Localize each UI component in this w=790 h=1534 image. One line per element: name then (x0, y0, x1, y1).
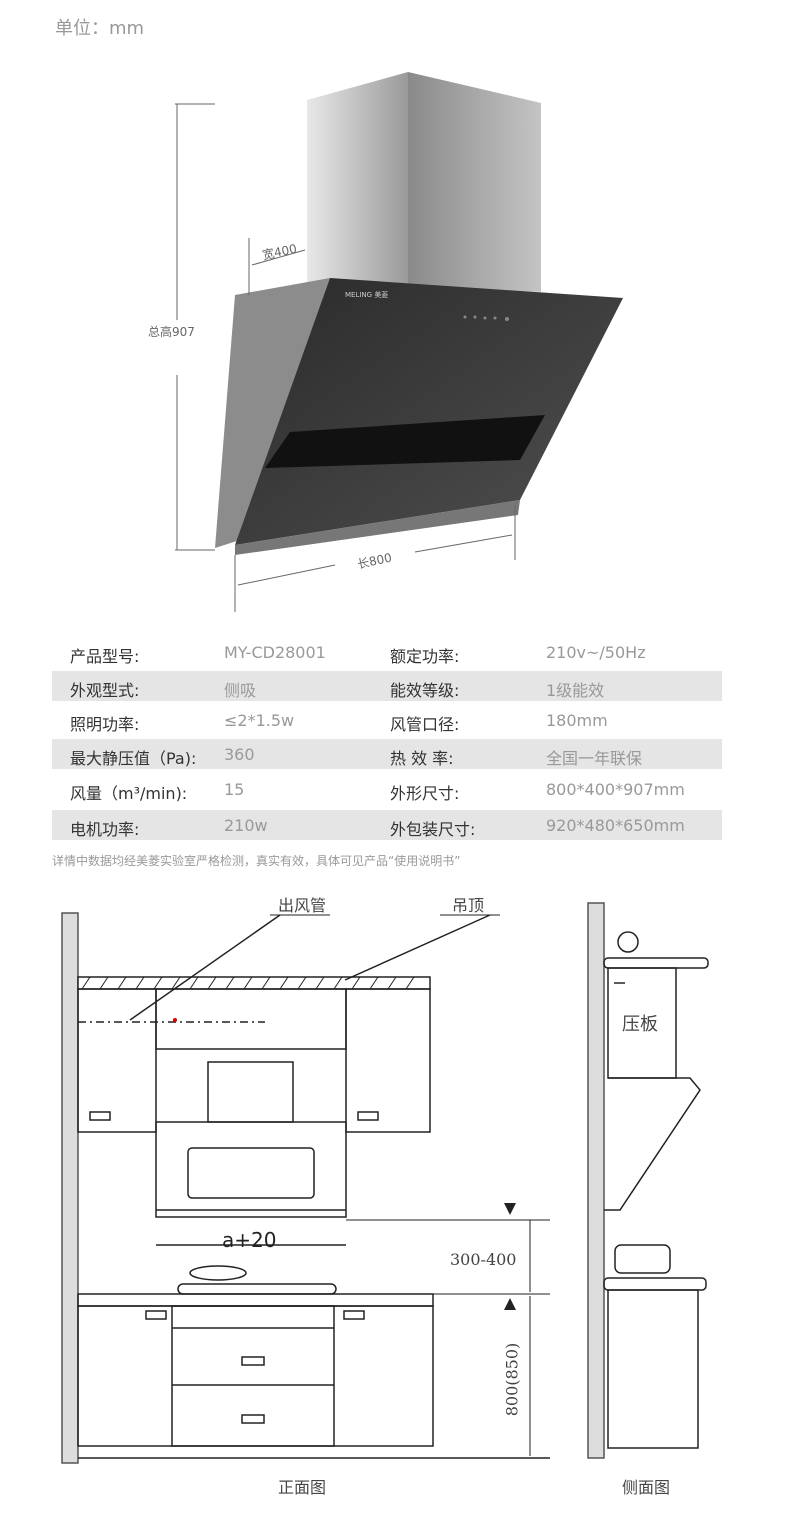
spec-value: 全国一年联保 (546, 749, 643, 768)
spec-row: 电机功率: 210w 外包装尺寸: 920*480*650mm (52, 810, 722, 840)
spec-label: 风量（m³/min): (70, 784, 188, 803)
spec-value: 360 (224, 745, 255, 764)
spec-label: 照明功率: (70, 715, 140, 734)
unit-label: 单位：mm (55, 18, 145, 39)
spec-row: 外观型式: 侧吸 能效等级: 1级能效 (52, 671, 722, 701)
range-hood-product-image: MELING 美菱 (175, 72, 623, 612)
ceiling-label: 吊顶 (452, 896, 485, 915)
disclaimer-note: 详情中数据均经美菱实验室严格检测，真实有效，具体可见产品“使用说明书” (52, 854, 461, 868)
spec-value: 800*400*907mm (546, 780, 685, 799)
spec-value: 920*480*650mm (546, 816, 685, 835)
gap-dimension: 300-400 (450, 1250, 517, 1269)
front-view-caption: 正面图 (278, 1478, 327, 1497)
spec-row: 最大静压值（Pa): 360 热 效 率: 全国一年联保 (52, 739, 722, 769)
spec-label: 额定功率: (390, 647, 460, 666)
spec-label: 热 效 率: (390, 749, 454, 768)
spec-label: 外包装尺寸: (390, 820, 476, 839)
duct-label: 出风管 (278, 896, 327, 915)
side-view-caption: 侧面图 (622, 1478, 671, 1497)
spec-value: MY-CD28001 (224, 643, 326, 662)
spec-value: 15 (224, 780, 245, 799)
spec-label: 电机功率: (70, 820, 140, 839)
installation-diagram (61, 902, 709, 1464)
pressure-plate-label: 压板 (622, 1014, 658, 1035)
spec-label: 最大静压值（Pa): (70, 749, 197, 768)
spec-label: 风管口径: (390, 715, 460, 734)
spec-row: 产品型号: MY-CD28001 额定功率: 210v~/50Hz (52, 637, 722, 667)
spec-row: 风量（m³/min): 15 外形尺寸: 800*400*907mm (52, 774, 722, 804)
spec-value: 210v~/50Hz (546, 643, 646, 662)
spec-value: ≤2*1.5w (224, 711, 295, 730)
counter-height-dimension: 800(850) (502, 1342, 522, 1417)
width-rule-label: a+20 (222, 1228, 277, 1252)
spec-value: 1级能效 (546, 681, 605, 700)
spec-label: 外形尺寸: (390, 784, 460, 803)
spec-row: 照明功率: ≤2*1.5w 风管口径: 180mm (52, 705, 722, 735)
height-dimension: 总高907 (148, 325, 195, 339)
spec-value: 180mm (546, 711, 608, 730)
spec-value: 侧吸 (224, 681, 257, 700)
spec-value: 210w (224, 816, 268, 835)
brand-logo: MELING 美菱 (345, 290, 388, 299)
spec-label: 产品型号: (70, 647, 140, 666)
spec-label: 外观型式: (70, 681, 140, 700)
spec-label: 能效等级: (390, 681, 460, 700)
